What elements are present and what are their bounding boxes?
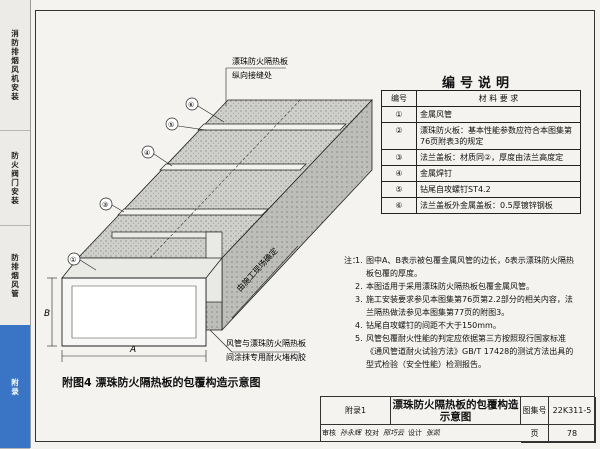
tb-page-label: 页 <box>521 425 549 443</box>
notes-label: 注： <box>344 256 360 265</box>
marker-6: ⑥ <box>185 97 225 123</box>
tab-fire-valve[interactable]: 防火阀门安装 <box>0 130 30 226</box>
side-tab-strip: 消防排烟风机安装 防火阀门安装 防排烟风管 附录 <box>0 0 31 449</box>
tb-atlas-no: 22K311-5 <box>549 397 596 425</box>
tb-section: 附录1 <box>321 397 391 425</box>
marker-5: ⑤ <box>165 117 207 131</box>
signature-row: 审核 孙永辉 校对 邢巧云 设计 张凯 <box>322 429 440 437</box>
dim-b-label: B <box>44 309 50 319</box>
tb-title: 漂珠防火隔热板的包覆构造示意图 <box>391 397 521 425</box>
note-item: 5.风管包覆耐火性能的判定应依据第三方按照现行国家标准《通风管道耐火试验方法》G… <box>355 334 574 369</box>
svg-text:⑤: ⑤ <box>168 121 174 129</box>
note-item: 2.本图适用于采用漂珠防火隔热板包覆金属风管。 <box>355 282 534 291</box>
title-block: 附录1 漂珠防火隔热板的包覆构造示意图 图集号 22K311-5 页 78 <box>320 396 596 443</box>
drawing-frame <box>35 10 595 442</box>
metal-duct-top <box>61 257 223 279</box>
note-item: 1.图中A、B表示被包覆金属风管的边长，δ表示漂珠防火隔热板包覆的厚度。 <box>355 256 574 278</box>
legend-header-no: 编号 <box>381 90 417 107</box>
notes-block: 注： 1.图中A、B表示被包覆金属风管的边长，δ表示漂珠防火隔热板包覆的厚度。 … <box>344 254 580 371</box>
svg-text:③: ③ <box>102 201 108 209</box>
note-item: 4.钻尾自攻螺钉的间距不大于150mm。 <box>355 321 501 330</box>
marker-4: ④ <box>141 145 173 167</box>
flange-band-2 <box>159 163 307 171</box>
legend-title: 编号说明 <box>442 76 515 91</box>
flange-band-3 <box>197 123 347 131</box>
tab-fan-install[interactable]: 消防排烟风机安装 <box>0 0 30 131</box>
longitudinal-seam <box>149 99 301 259</box>
flange-band-1 <box>117 208 269 216</box>
svg-text:④: ④ <box>144 149 150 157</box>
figure-caption: 附图4 漂珠防火隔热板的包覆构造示意图 <box>62 376 261 389</box>
callout-bottom-1: 风管与漂珠防火隔热板 <box>226 338 306 348</box>
legend-header-req: 材 料 要 求 <box>416 90 581 107</box>
marker-3: ③ <box>99 197 125 213</box>
dim-a-label: A <box>129 345 136 355</box>
svg-text:⑥: ⑥ <box>188 101 194 109</box>
callout-bottom-2: 间涂抹专用耐火堵构胶 <box>226 352 306 362</box>
tb-atlas-label: 图集号 <box>521 397 549 425</box>
callout-top-1: 漂珠防火隔热板 <box>232 56 288 66</box>
legend-header-row: 编号 材 料 要 求 <box>381 90 581 107</box>
note-item: 3.施工安装要求参见本图集第76页第2.2部分的相关内容，法兰隔热做法参见本图集… <box>355 295 573 317</box>
duct-inner <box>71 285 197 339</box>
marker-1: ① <box>67 252 97 271</box>
tb-page-no: 78 <box>549 425 596 443</box>
svg-text:①: ① <box>70 256 76 264</box>
callout-top-2: 纵向接缝处 <box>232 70 272 80</box>
metal-cap-1 <box>111 231 221 239</box>
